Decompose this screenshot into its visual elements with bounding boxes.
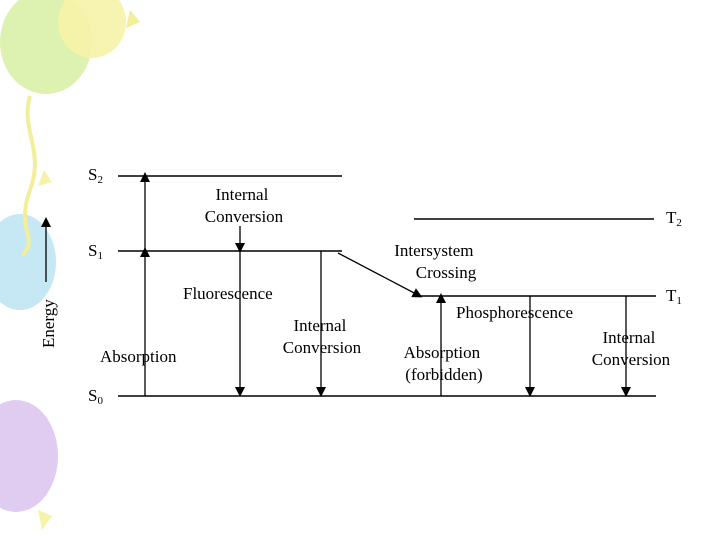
- s0-level-label: S0: [88, 386, 103, 407]
- internal-conversion-right-label: Internal Conversion: [592, 328, 671, 369]
- absorption-forbidden-label: Absorption (forbidden): [404, 343, 485, 384]
- confetti-icon: [38, 510, 52, 530]
- fluorescence-label: Fluorescence: [183, 284, 273, 303]
- confetti-icon: [38, 170, 52, 186]
- balloon-blue-icon: [0, 214, 56, 310]
- intersystem-crossing-arrow: [337, 252, 423, 298]
- absorption-label: Absorption: [100, 347, 177, 366]
- intersystem-crossing-label: Intersystem Crossing: [394, 241, 478, 282]
- energy-axis-label: Energy: [39, 299, 58, 348]
- t2-level-label: T2: [666, 208, 682, 229]
- internal-conversion-top-label: Internal Conversion: [205, 185, 284, 226]
- streamer-icon: [20, 95, 37, 257]
- s1-level-label: S1: [88, 241, 103, 262]
- phosphorescence-label: Phosphorescence: [456, 303, 573, 322]
- internal-conversion-mid-label: Internal Conversion: [283, 316, 362, 357]
- s2-level-label: S2: [88, 165, 103, 186]
- balloon-yellow-icon: [58, 0, 126, 58]
- t1-level-label: T1: [666, 286, 682, 307]
- confetti-icon: [126, 10, 140, 28]
- balloon-purple-icon: [0, 400, 58, 512]
